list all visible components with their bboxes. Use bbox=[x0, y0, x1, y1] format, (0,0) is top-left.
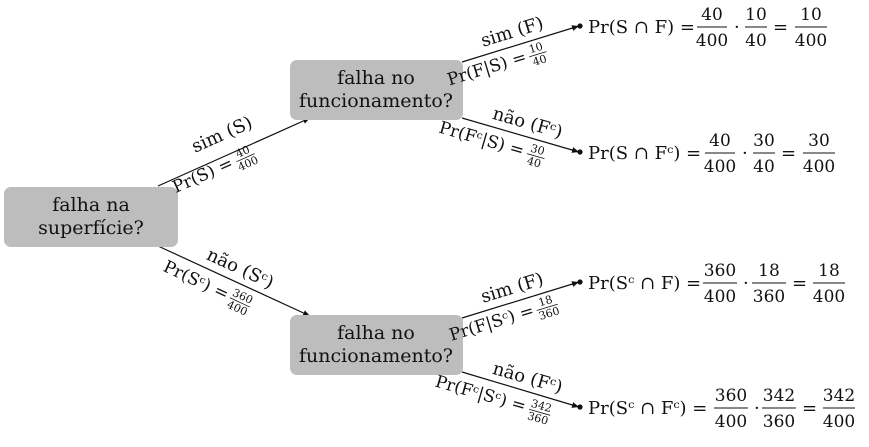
outcome-1-lhs: Pr(S ∩ F) = bbox=[588, 17, 695, 38]
outcome-1: Pr(S ∩ F) = 40 400 · 10 40 = 10 400 bbox=[588, 5, 827, 51]
edge-lower-2-den: 360 bbox=[526, 409, 550, 427]
node-upper-line2: funcionamento? bbox=[299, 90, 453, 112]
outcome-2-b-num: 30 bbox=[753, 131, 775, 151]
edge-label-root-upper: sim (S) Pr(S) = 40 400 bbox=[170, 112, 261, 198]
edge-upper-2 bbox=[461, 117, 580, 153]
outcome-4-dot: · bbox=[754, 398, 760, 419]
node-upper: falha no funcionamento? bbox=[290, 60, 463, 120]
edge-label-lower-1: sim (F) Pr(F|Sᶜ) = 18 360 bbox=[447, 269, 561, 346]
outcome-3-b-den: 360 bbox=[753, 287, 785, 307]
outcome-4-lhs: Pr(Sᶜ ∩ Fᶜ) = bbox=[588, 398, 707, 419]
edge-root-lower bbox=[157, 245, 311, 317]
edge-root-upper bbox=[157, 117, 311, 187]
outcome-1-a-num: 40 bbox=[701, 5, 723, 25]
outcome-3-a-num: 360 bbox=[704, 261, 736, 281]
edge-upper-1-den: 40 bbox=[531, 52, 548, 69]
edge-lower-2 bbox=[461, 371, 580, 408]
outcome-2-a-num: 40 bbox=[709, 131, 731, 151]
node-lower: falha no funcionamento? bbox=[290, 315, 463, 375]
outcome-4-b-den: 360 bbox=[763, 412, 795, 432]
edge-lower-1-num: 18 bbox=[537, 293, 554, 310]
node-upper-line1: falha no bbox=[337, 67, 415, 89]
outcome-2-b-den: 40 bbox=[753, 157, 775, 177]
outcome-1-b-num: 10 bbox=[745, 5, 767, 25]
edge-upper-1-prob: Pr(F|S) = bbox=[445, 47, 529, 90]
outcome-4-a-den: 400 bbox=[715, 412, 747, 432]
outcome-2-lhs: Pr(S ∩ Fᶜ) = bbox=[588, 143, 701, 164]
edge-label-upper-1: sim (F) Pr(F|S) = 10 40 bbox=[445, 13, 548, 90]
outcome-1-dot: · bbox=[734, 17, 740, 38]
outcome-1-a-den: 400 bbox=[696, 31, 728, 51]
outcome-3-lhs: Pr(Sᶜ ∩ F) = bbox=[588, 273, 701, 294]
edge-root-upper-num: 40 bbox=[234, 143, 252, 161]
node-root-line2: superfície? bbox=[38, 217, 144, 239]
outcome-3-a-den: 400 bbox=[704, 287, 736, 307]
leaf-dot-2 bbox=[577, 149, 583, 155]
edge-lower-2-num: 342 bbox=[530, 397, 554, 415]
edge-lower-1-prob: Pr(F|Sᶜ) = bbox=[447, 301, 537, 346]
outcome-2-r-den: 400 bbox=[803, 157, 835, 177]
outcome-3-dot: · bbox=[743, 273, 749, 294]
outcome-1-eq: = bbox=[773, 17, 788, 38]
outcome-4-eq: = bbox=[802, 398, 817, 419]
edge-upper-2-num: 30 bbox=[529, 142, 546, 158]
outcome-1-r-den: 400 bbox=[795, 31, 827, 51]
outcome-4-r-num: 342 bbox=[823, 386, 855, 406]
node-lower-line2: funcionamento? bbox=[299, 345, 453, 367]
node-lower-line1: falha no bbox=[337, 322, 415, 344]
outcome-2-r-num: 30 bbox=[808, 131, 830, 151]
outcome-4: Pr(Sᶜ ∩ Fᶜ) = 360 400 · 342 360 = 342 40… bbox=[588, 386, 855, 432]
node-root-line1: falha na bbox=[52, 194, 130, 216]
leaf-dot-4 bbox=[577, 404, 583, 410]
leaf-dot-3 bbox=[577, 279, 583, 285]
outcome-3-eq: = bbox=[792, 273, 807, 294]
outcome-2: Pr(S ∩ Fᶜ) = 40 400 · 30 40 = 30 400 bbox=[588, 131, 835, 177]
outcome-2-eq: = bbox=[781, 143, 796, 164]
edge-lower-1-label: sim (F) bbox=[478, 269, 546, 308]
outcome-1-b-den: 40 bbox=[745, 31, 767, 51]
edge-upper-1-num: 10 bbox=[527, 40, 544, 57]
outcome-2-a-den: 400 bbox=[704, 157, 736, 177]
outcome-1-r-num: 10 bbox=[800, 5, 822, 25]
outcome-3-r-den: 400 bbox=[813, 287, 845, 307]
outcome-4-r-den: 400 bbox=[823, 412, 855, 432]
edge-lower-1 bbox=[461, 281, 580, 319]
outcome-3: Pr(Sᶜ ∩ F) = 360 400 · 18 360 = 18 400 bbox=[588, 261, 845, 307]
outcome-3-b-num: 18 bbox=[758, 261, 780, 281]
edge-root-upper-prob: Pr(S) = bbox=[170, 153, 237, 197]
leaf-dot-1 bbox=[577, 23, 583, 29]
outcome-4-a-num: 360 bbox=[715, 386, 747, 406]
outcome-2-dot: · bbox=[742, 143, 748, 164]
edge-upper-2-den: 40 bbox=[525, 154, 542, 170]
outcome-3-r-num: 18 bbox=[818, 261, 840, 281]
outcome-4-b-num: 342 bbox=[763, 386, 795, 406]
edge-upper-1 bbox=[461, 25, 580, 63]
node-root: falha na superfície? bbox=[4, 187, 178, 247]
edge-lower-1-den: 360 bbox=[537, 304, 561, 323]
